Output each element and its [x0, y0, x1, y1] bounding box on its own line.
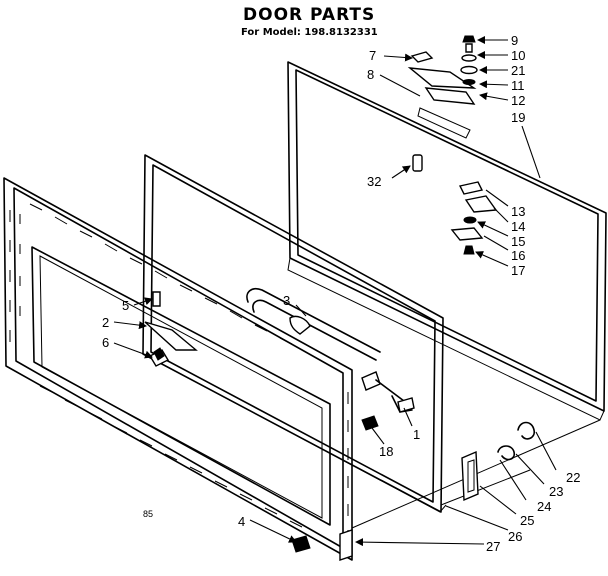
callout-3: 3 [283, 293, 290, 308]
left-small-parts [144, 291, 198, 367]
callout-14: 14 [511, 219, 525, 234]
callout-24: 24 [537, 499, 551, 514]
callout-21: 21 [511, 63, 525, 78]
callout-8: 8 [367, 67, 374, 82]
hinge-lower-parts [450, 181, 498, 255]
latch-assembly [361, 371, 415, 431]
spacer-part [412, 154, 423, 172]
callout-26: 26 [508, 529, 522, 544]
leader-lines [113, 36, 557, 547]
callout-7: 7 [369, 48, 376, 63]
corner-note: 85 [143, 509, 153, 519]
callout-11: 11 [511, 78, 525, 93]
callout-2: 2 [102, 315, 109, 330]
diagram-title: DOOR PARTS [243, 5, 375, 25]
handle-part [246, 287, 381, 361]
callout-22: 22 [566, 470, 580, 485]
callout-23: 23 [549, 484, 563, 499]
callout-25: 25 [520, 513, 534, 528]
callout-18: 18 [379, 444, 393, 459]
outer-door-panel [287, 61, 607, 421]
callout-16: 16 [511, 248, 525, 263]
callout-4: 4 [238, 514, 245, 529]
callout-27: 27 [486, 539, 500, 554]
callout-5: 5 [122, 298, 129, 313]
callout-15: 15 [511, 234, 525, 249]
callout-9: 9 [511, 33, 518, 48]
door-frame [142, 154, 447, 513]
inner-door-panel [3, 177, 353, 561]
callout-12: 12 [511, 93, 525, 108]
callout-6: 6 [102, 335, 109, 350]
diagram-subtitle: For Model: 198.8132331 [241, 27, 378, 38]
callout-10: 10 [511, 48, 525, 63]
callout-32: 32 [367, 174, 381, 189]
callout-numbers: 7 8 9 10 21 11 12 19 32 13 14 15 16 17 3… [102, 33, 580, 554]
callout-1: 1 [413, 427, 420, 442]
callout-17: 17 [511, 263, 525, 278]
callout-13: 13 [511, 204, 525, 219]
hinge-top-parts [407, 35, 478, 105]
callout-19: 19 [511, 110, 525, 125]
